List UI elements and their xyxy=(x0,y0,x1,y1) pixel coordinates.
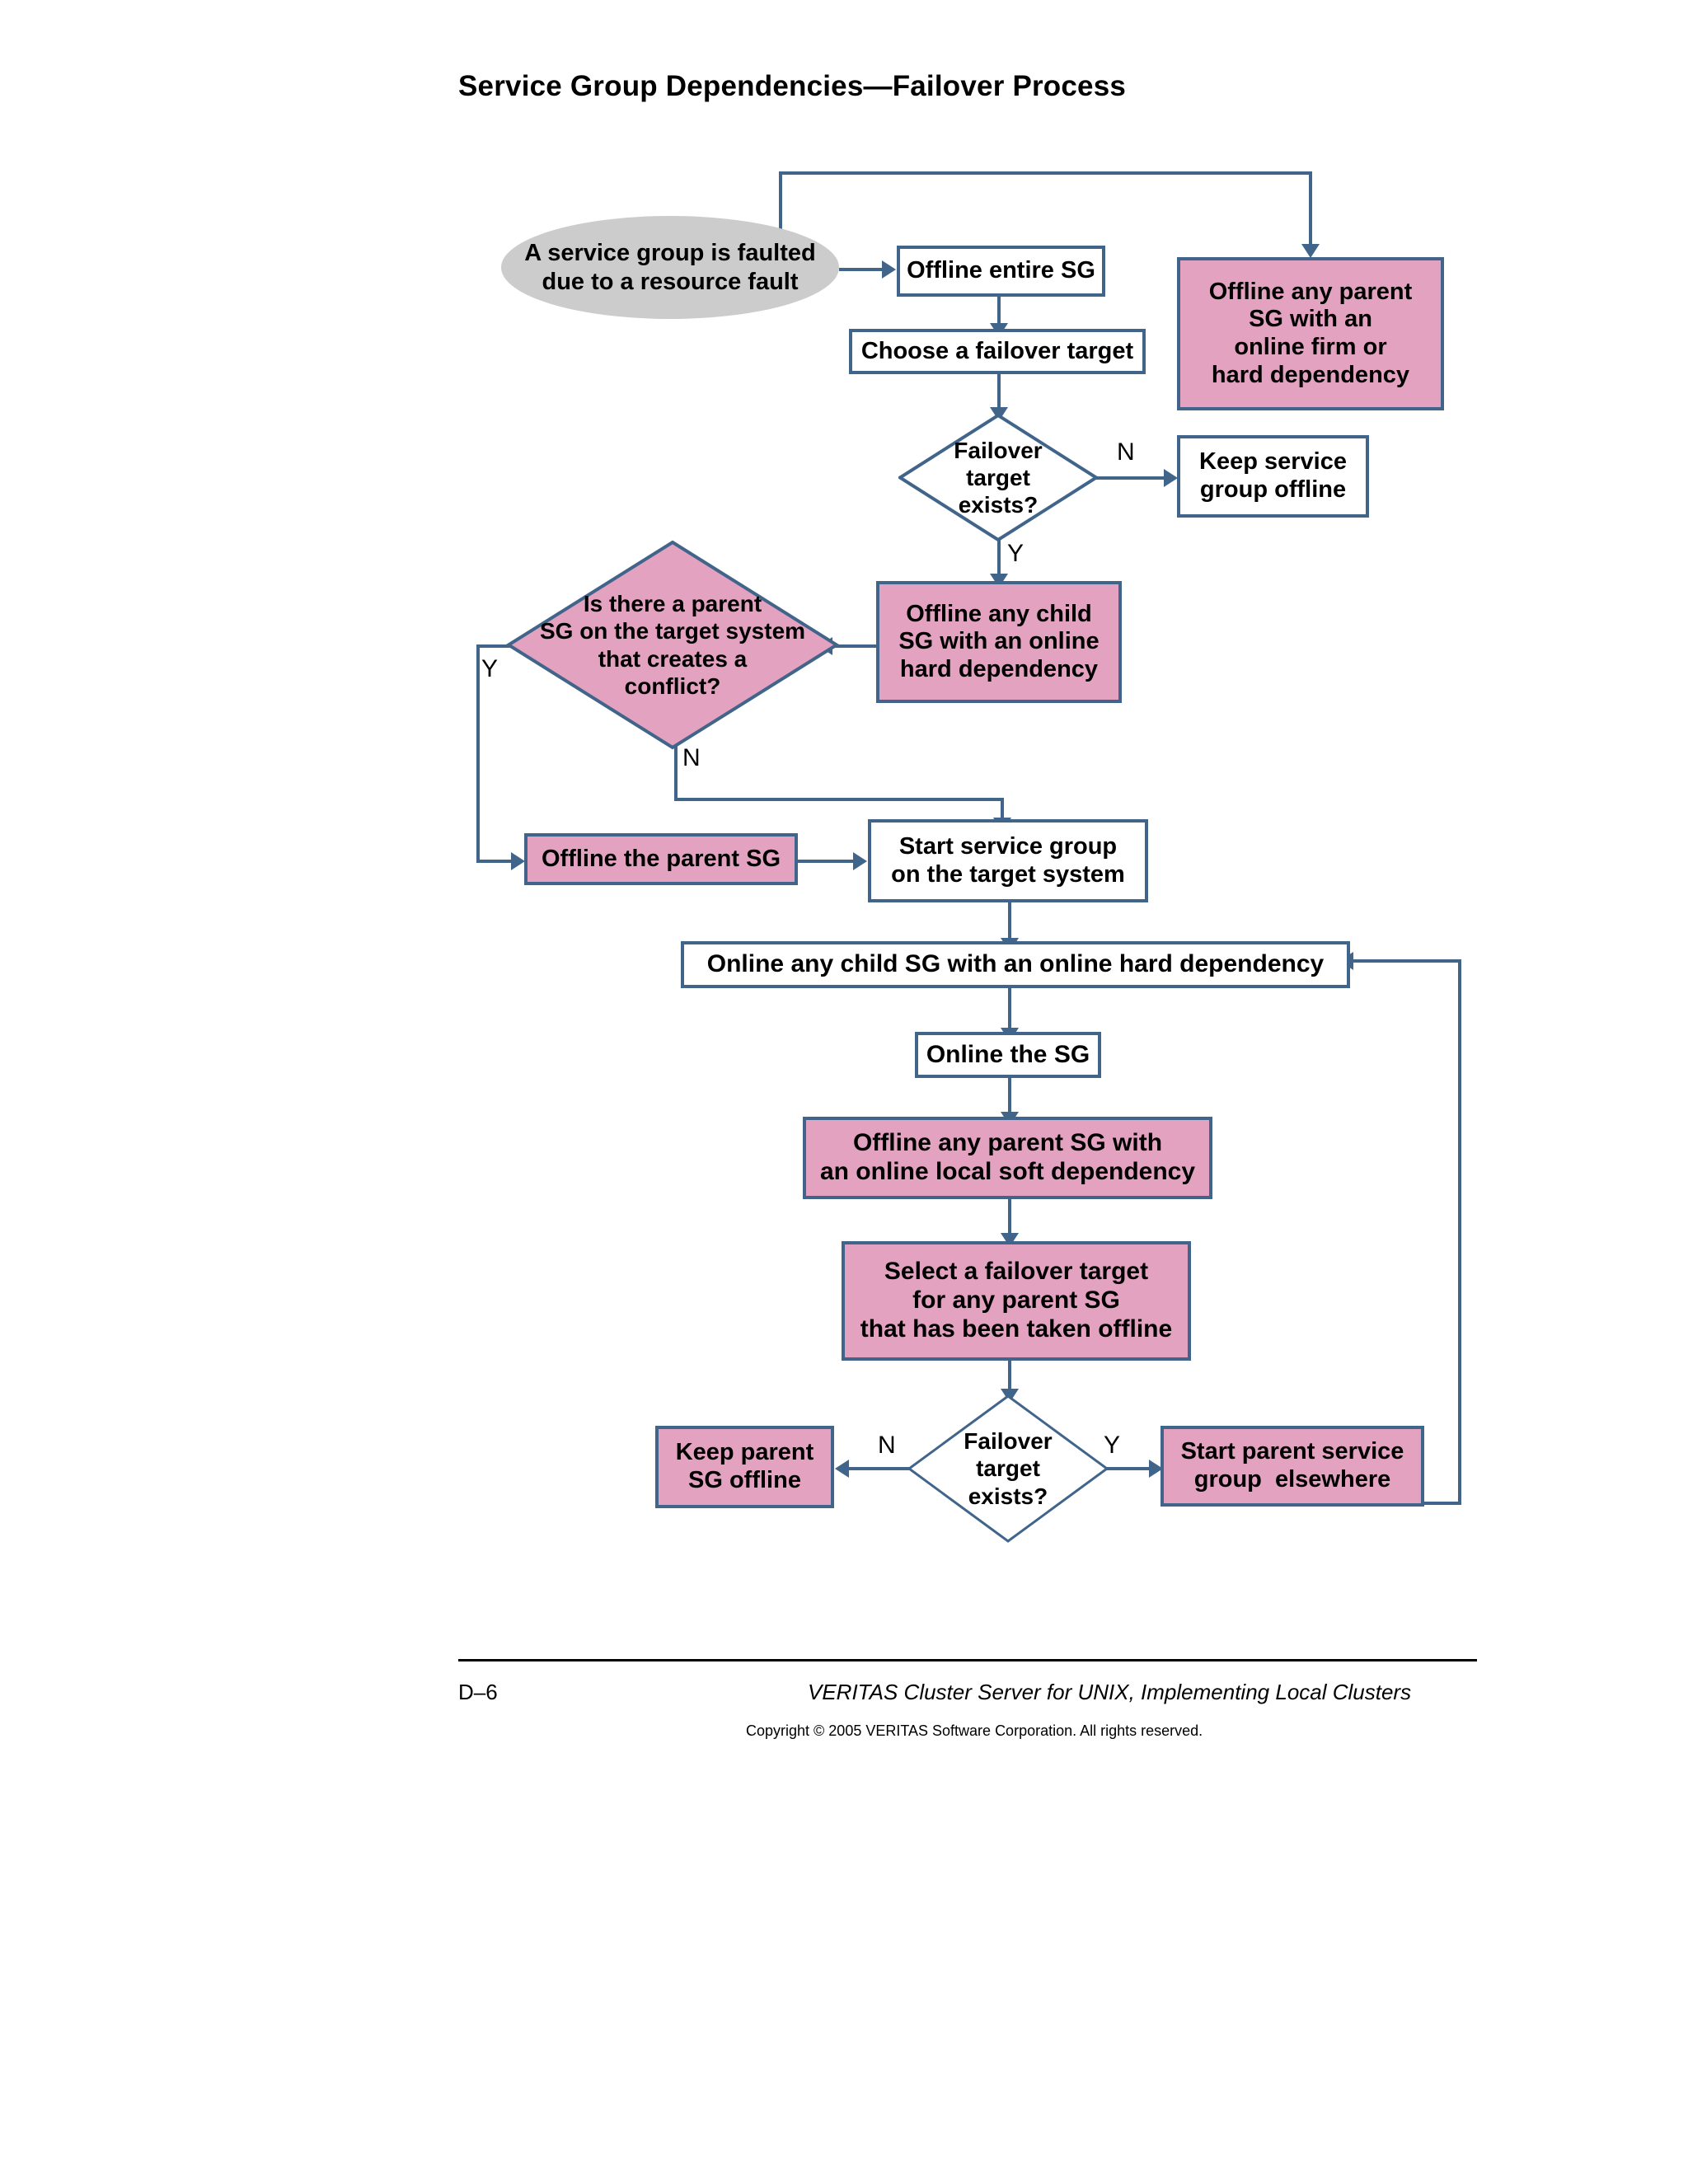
edge-label-decision1-no: N xyxy=(1117,438,1135,466)
connector-conflict-no-v1 xyxy=(674,744,678,800)
connector-onlinesg-to-offlineparentsoft xyxy=(1008,1076,1011,1118)
connector-decision3-no xyxy=(841,1467,919,1470)
node-offline-parent-firm-hard[interactable]: Offline any parent SG with an online fir… xyxy=(1177,257,1444,410)
arrow-into-offline-entire-sg xyxy=(882,260,896,279)
edge-label-decision1-yes: Y xyxy=(1007,540,1025,567)
keep-service-group-offline-line1: Keep service xyxy=(1199,448,1347,476)
connector-start-to-offline-entire-sg xyxy=(839,268,889,271)
failover-decision-2-shape xyxy=(907,1394,1109,1543)
footer-copyright: Copyright © 2005 VERITAS Software Corpor… xyxy=(746,1722,1203,1739)
select-failover-target-line2: for any parent SG xyxy=(912,1286,1120,1315)
start-service-group-line2: on the target system xyxy=(891,860,1125,888)
edge-label-conflict-no: N xyxy=(682,744,701,771)
offline-the-parent-sg-label: Offline the parent SG xyxy=(541,845,781,872)
node-keep-service-group-offline[interactable]: Keep service group offline xyxy=(1177,435,1369,518)
start-service-group-line1: Start service group xyxy=(898,832,1118,860)
offline-parent-firm-hard-line2: SG with an xyxy=(1249,306,1372,333)
connector-choose-to-decision1 xyxy=(997,373,1001,414)
footer-page-number: D–6 xyxy=(458,1680,498,1704)
footer-divider xyxy=(458,1659,1477,1661)
arrow-into-start-parent-elsewhere xyxy=(1149,1460,1163,1478)
start-parent-elsewhere-line2: group elsewhere xyxy=(1193,1466,1391,1493)
select-failover-target-line1: Select a failover target xyxy=(884,1258,1149,1286)
arrow-into-keep-service-group-offline xyxy=(1164,469,1178,487)
node-start-ellipse[interactable]: A service group is faulted due to a reso… xyxy=(501,216,839,319)
connector-child-to-conflict xyxy=(824,644,878,648)
connector-start-to-parent-vertical-left xyxy=(779,171,782,247)
offline-parent-firm-hard-line1: Offline any parent xyxy=(1208,278,1413,305)
offline-child-hard-line3: hard dependency xyxy=(899,655,1099,682)
choose-failover-target-label: Choose a failover target xyxy=(860,337,1134,364)
connector-offlineparentsoft-to-select xyxy=(1008,1199,1011,1239)
connector-start-to-parent-vertical-right xyxy=(1309,171,1312,247)
connector-start-to-parent-horizontal xyxy=(779,171,1312,175)
arrow-into-start-service-group-2 xyxy=(853,852,867,870)
node-offline-child-hard[interactable]: Offline any child SG with an online hard… xyxy=(876,581,1122,703)
connector-onlinechild-to-onlinesg xyxy=(1008,987,1011,1034)
node-parent-conflict-decision[interactable]: Is there a parent SG on the target syste… xyxy=(506,540,839,750)
offline-parent-local-soft-line2: an online local soft dependency xyxy=(819,1158,1196,1185)
offline-parent-firm-hard-line3: online firm or xyxy=(1234,334,1387,360)
keep-parent-sg-offline-line2: SG offline xyxy=(688,1467,801,1493)
arrow-into-offline-the-parent-sg xyxy=(511,852,525,870)
offline-parent-firm-hard-line4: hard dependency xyxy=(1211,361,1410,388)
connector-decision3-yes xyxy=(1098,1467,1156,1470)
node-select-failover-target[interactable]: Select a failover target for any parent … xyxy=(842,1241,1191,1361)
node-start-parent-elsewhere[interactable]: Start parent service group elsewhere xyxy=(1160,1426,1424,1507)
footer-book-title: VERITAS Cluster Server for UNIX, Impleme… xyxy=(808,1680,1412,1704)
keep-service-group-offline-line2: group offline xyxy=(1199,476,1347,503)
node-failover-decision-2[interactable]: Failover target exists? xyxy=(907,1394,1109,1543)
start-ellipse-line1: A service group is faulted xyxy=(524,239,816,266)
connector-feedback-vertical xyxy=(1458,959,1461,1505)
connector-conflict-no-v2 xyxy=(1001,798,1004,824)
node-choose-failover-target[interactable]: Choose a failover target xyxy=(849,329,1146,374)
arrow-into-keep-parent-sg-offline xyxy=(835,1460,849,1478)
edge-label-conflict-yes: Y xyxy=(481,655,499,682)
node-keep-parent-sg-offline[interactable]: Keep parent SG offline xyxy=(655,1426,834,1508)
connector-decision1-no xyxy=(1096,476,1170,480)
start-parent-elsewhere-line1: Start parent service xyxy=(1180,1438,1404,1465)
connector-offlineparent-to-startsg xyxy=(798,860,860,863)
node-start-service-group[interactable]: Start service group on the target system xyxy=(868,819,1148,902)
connector-feedback-top xyxy=(1352,959,1461,963)
online-the-sg-label: Online the SG xyxy=(926,1040,1090,1068)
parent-conflict-decision-shape xyxy=(506,540,839,750)
node-offline-entire-sg[interactable]: Offline entire SG xyxy=(897,246,1105,297)
node-online-child-sg[interactable]: Online any child SG with an online hard … xyxy=(681,941,1350,988)
select-failover-target-line3: that has been taken offline xyxy=(860,1315,1173,1343)
offline-child-hard-line1: Offline any child xyxy=(906,600,1092,627)
arrow-into-offline-parent-firm-hard xyxy=(1301,244,1320,258)
offline-entire-sg-label: Offline entire SG xyxy=(907,257,1095,284)
keep-parent-sg-offline-line1: Keep parent xyxy=(675,1439,814,1466)
connector-conflict-no-h xyxy=(674,798,1004,801)
connector-startsg-to-onlinechild xyxy=(1008,902,1011,945)
offline-parent-local-soft-line1: Offline any parent SG with xyxy=(852,1129,1163,1157)
failover-decision-1-shape xyxy=(898,414,1098,541)
connector-feedback-bottom xyxy=(1423,1502,1461,1505)
page-title: Service Group Dependencies—Failover Proc… xyxy=(458,70,1127,102)
connector-conflict-yes-v xyxy=(476,644,480,863)
start-ellipse-line2: due to a resource fault xyxy=(542,268,799,295)
node-failover-decision-1[interactable]: Failover target exists? xyxy=(898,414,1098,541)
connector-offline-entire-to-choose xyxy=(997,297,1001,330)
connector-conflict-yes-h1 xyxy=(476,644,511,648)
edge-label-decision3-no: N xyxy=(878,1432,896,1459)
connector-select-to-decision3 xyxy=(1008,1360,1011,1394)
node-offline-the-parent-sg[interactable]: Offline the parent SG xyxy=(524,833,798,885)
online-child-sg-label: Online any child SG with an online hard … xyxy=(706,950,1325,978)
connector-decision1-yes xyxy=(997,540,1001,579)
node-online-the-sg[interactable]: Online the SG xyxy=(915,1032,1101,1078)
connector-conflict-yes-h2 xyxy=(476,860,518,863)
node-offline-parent-local-soft[interactable]: Offline any parent SG with an online loc… xyxy=(803,1117,1212,1199)
offline-child-hard-line2: SG with an online xyxy=(898,628,1100,655)
edge-label-decision3-yes: Y xyxy=(1104,1432,1121,1459)
